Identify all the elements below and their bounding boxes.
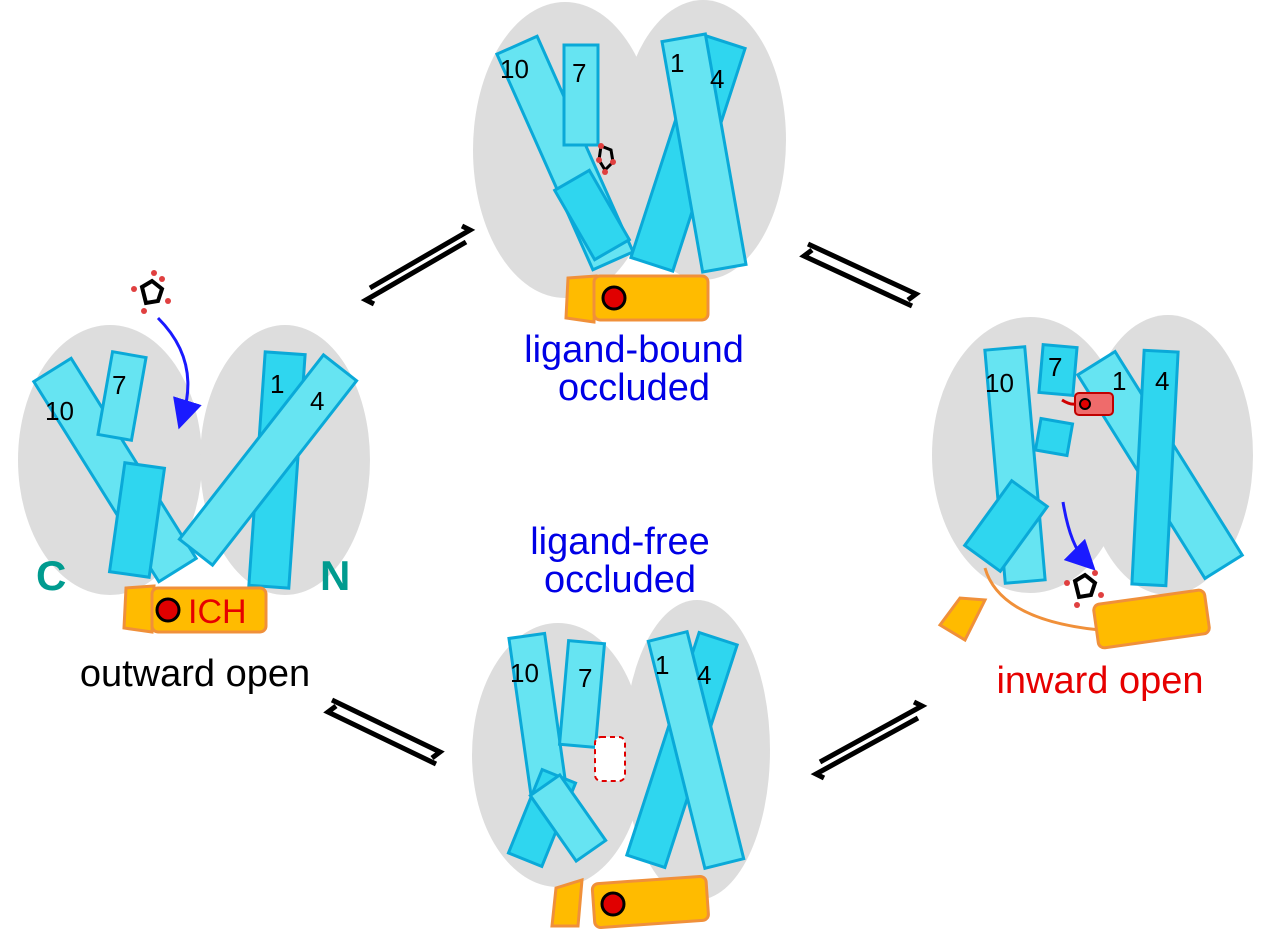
state-label: inward open [996,660,1203,702]
helix-1-label: 1 [270,369,284,399]
helix-7-label: 7 [578,663,592,693]
ligand-site [601,285,627,311]
ich-bar [150,586,268,634]
release-arrow [1061,501,1096,571]
helix-4 [177,352,359,568]
helix-4-label: 4 [1155,366,1169,396]
state-label-line1: ligand-free [530,521,710,563]
state-outward-open: 10 7 1 4 ICH C N outward open [18,270,370,695]
helix-4 [1130,348,1180,588]
helix-10-segment [528,772,608,864]
helix-7-segment [552,168,632,262]
helix-7 [562,43,600,147]
equilibrium-arrow-top-right [799,241,921,309]
helix-10-label: 10 [985,368,1014,398]
equilibrium-arrow-bottom-right [810,699,928,781]
helix-10-label: 10 [510,658,539,688]
ligand-glucose-icon [596,143,616,175]
helix-10-label: 10 [500,54,529,84]
state-label: outward open [80,653,310,695]
c-terminus-label: C [36,552,66,599]
helix-1-label: 1 [1112,366,1126,396]
state-ligand-free-occluded: 10 7 1 4 ligand-free occluded [472,521,770,929]
ligand-site [600,891,626,917]
helix-10-segment [107,461,167,579]
ligand-glucose-icon [1064,570,1104,608]
entry-arrow [156,316,202,430]
state-ligand-bound-occluded: 10 7 1 4 ligand-bound occluded [473,0,786,409]
helix-10-label: 10 [45,396,74,426]
empty-binding-site [594,736,626,782]
ich-cap [122,584,156,634]
helix-7 [1037,342,1079,398]
helix-4 [646,629,746,871]
ligand-site [155,597,181,623]
state-label-line1: ligand-bound [524,329,744,371]
ich-cap [937,596,988,643]
ich-cap [564,274,598,324]
helix-7 [557,639,607,749]
ich-bar [592,274,710,322]
ligand-glucose-icon [131,270,171,314]
ich-label: ICH [188,593,247,631]
helix-7-label: 7 [1048,352,1062,382]
equilibrium-arrow-top-left [360,223,476,307]
ich-cap [550,877,584,928]
helix-4 [660,32,748,274]
ich-linker [983,567,1101,632]
n-terminus-label: N [320,552,350,599]
helix-4-label: 4 [710,64,724,94]
helix-7-label: 7 [112,370,126,400]
ich-bar [1092,588,1211,650]
helix-7 [96,349,148,443]
helix-1-label: 1 [670,48,684,78]
state-inward-open: 10 7 1 4 inward open [932,315,1253,702]
state-label-line2: occluded [544,559,696,601]
state-label-line2: occluded [558,367,710,409]
helix-1-label: 1 [655,650,669,680]
helix-4-label: 4 [310,386,324,416]
helix-7-label: 7 [572,58,586,88]
helix-4-label: 4 [697,660,711,690]
helix-10-segment [962,478,1050,574]
equilibrium-arrow-bottom-left [323,697,445,767]
helix-7-segment [1033,416,1075,458]
ich-bar [590,874,710,929]
